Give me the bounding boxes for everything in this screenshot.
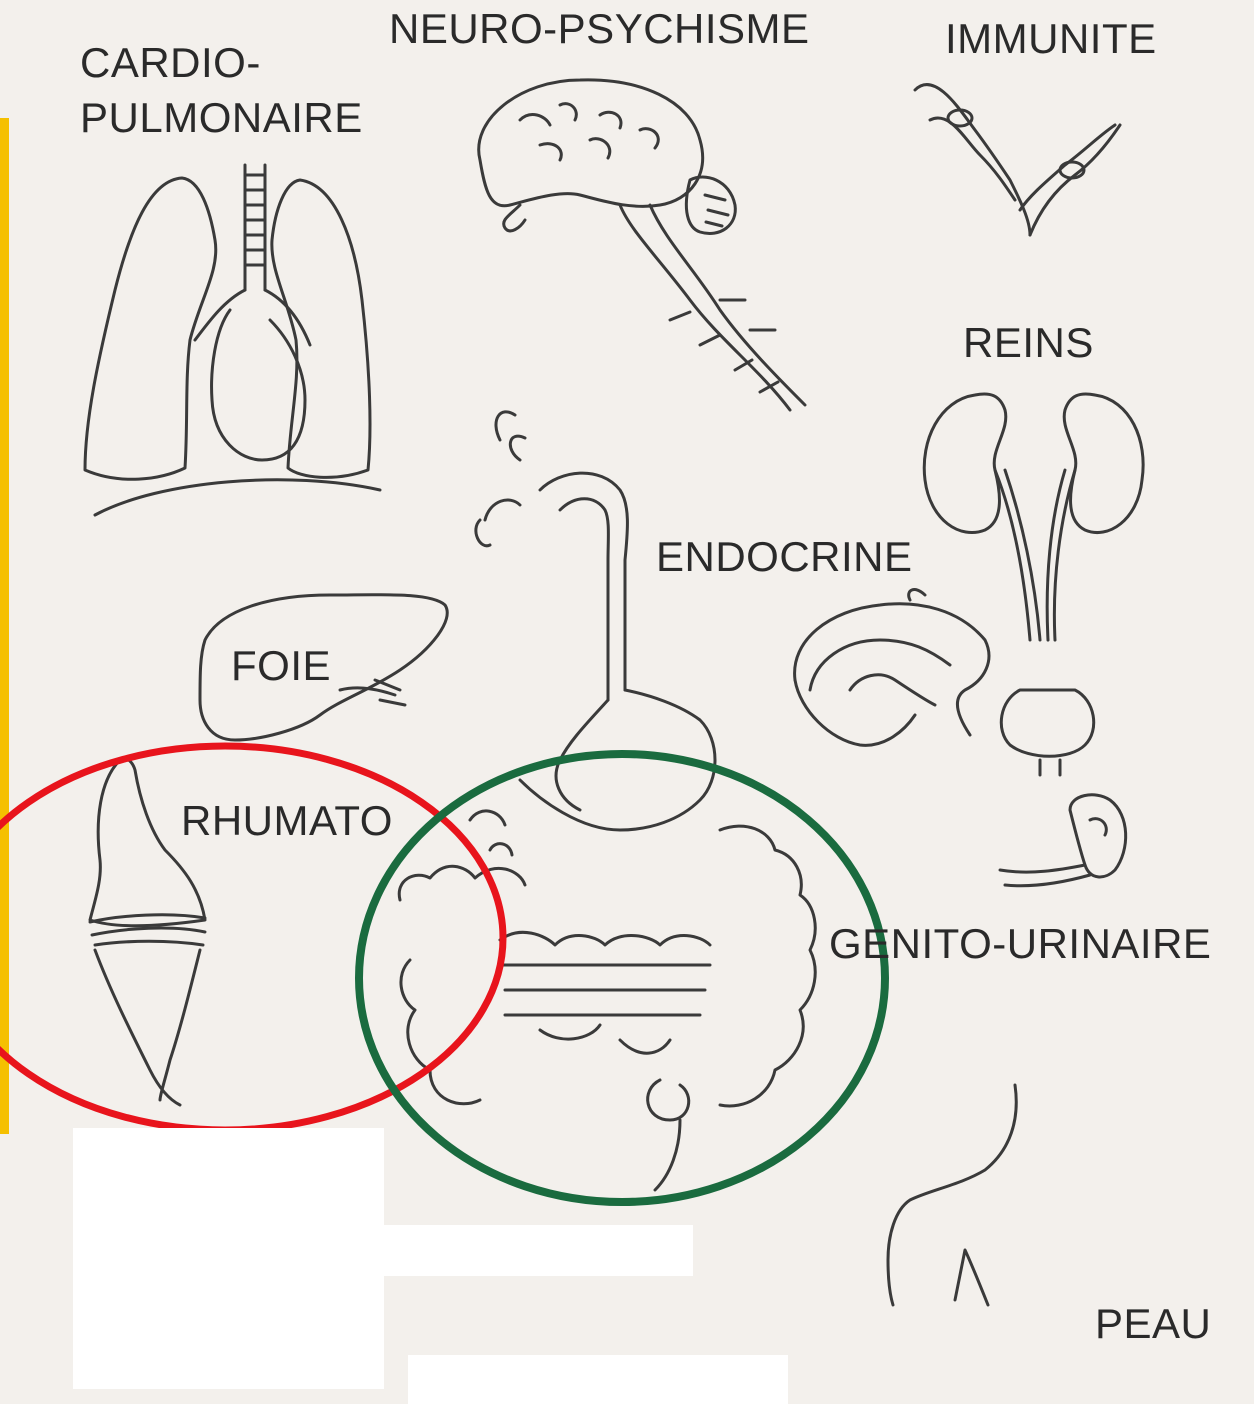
lungs-icon (85, 165, 380, 515)
label-immunite: IMMUNITE (945, 18, 1157, 60)
blank-box-middle (384, 1225, 693, 1276)
digestive-highlight-circle (359, 754, 885, 1202)
label-cardio-line2: PULMONAIRE (80, 97, 363, 139)
kidneys-icon (924, 394, 1143, 775)
label-foie: FOIE (231, 645, 331, 687)
label-peau: PEAU (1095, 1303, 1211, 1345)
uterus-icon (1000, 795, 1126, 886)
brain-icon (479, 80, 805, 410)
label-neuro: NEURO-PSYCHISME (389, 8, 810, 50)
label-endocrine: ENDOCRINE (656, 536, 913, 578)
label-genito: GENITO-URINAIRE (829, 923, 1211, 965)
esophagus-stomach-icon (476, 412, 715, 830)
label-cardio-line1: CARDIO- (80, 42, 261, 84)
label-rhumato: RHUMATO (181, 800, 393, 842)
skin-icon (888, 1085, 1016, 1305)
blank-box-bottom (408, 1355, 788, 1404)
lymph-vessel-icon (915, 85, 1120, 235)
label-reins: REINS (963, 322, 1094, 364)
intestines-icon (399, 811, 815, 1190)
pancreas-icon (795, 590, 989, 746)
blank-box-left (73, 1128, 384, 1389)
